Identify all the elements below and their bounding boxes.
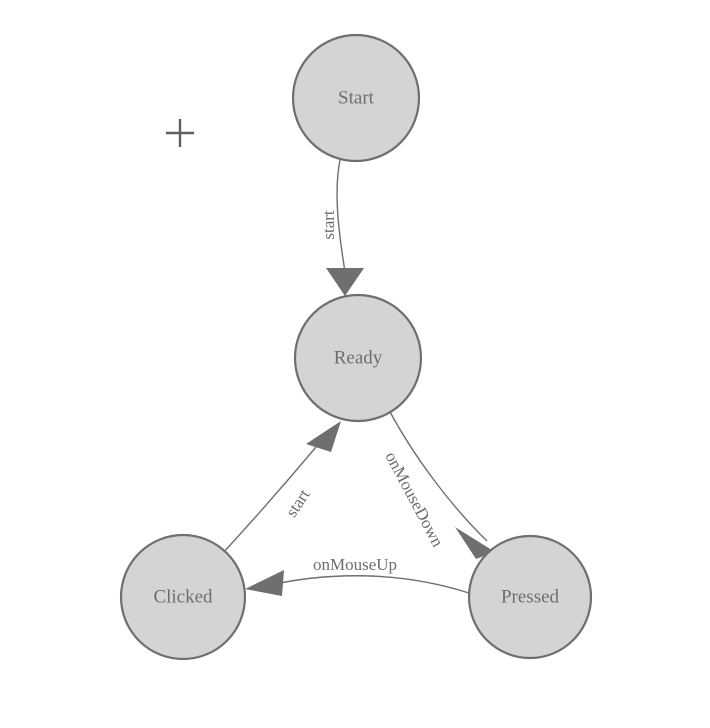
node-pressed-circle[interactable] <box>467 534 593 660</box>
node-start-circle[interactable] <box>291 33 421 163</box>
node-start[interactable]: Start <box>291 33 421 163</box>
edge-path-ready-to-pressed <box>387 407 488 542</box>
node-clicked-label: Clicked <box>153 586 213 607</box>
edge-path-start-to-ready <box>336 159 346 273</box>
edge-path-pressed-to-clicked <box>269 575 470 594</box>
node-ready-label: Ready <box>334 347 383 368</box>
node-clicked-circle[interactable] <box>119 533 247 661</box>
arrowhead-into-ready-top <box>326 268 364 296</box>
node-ready[interactable]: Ready <box>293 293 423 423</box>
arrowhead-into-clicked <box>245 570 284 596</box>
edge-label-start-to-ready: start <box>319 210 338 240</box>
edge-start-to-ready[interactable]: start <box>319 159 364 296</box>
arrowhead-into-ready-lower-left <box>306 421 341 452</box>
node-start-label: Start <box>338 87 375 108</box>
node-ready-circle[interactable] <box>293 293 423 423</box>
edge-path-clicked-to-ready <box>221 446 317 555</box>
arrowhead-into-pressed <box>455 527 495 559</box>
crosshair-marker-icon <box>166 119 194 147</box>
edge-label-clicked-to-ready: start <box>282 485 314 520</box>
edge-clicked-to-ready[interactable]: start <box>221 421 341 555</box>
node-pressed[interactable]: Pressed <box>467 534 593 660</box>
edge-label-pressed-to-clicked: onMouseUp <box>313 555 397 574</box>
edge-label-ready-to-pressed: onMouseDown <box>381 449 447 551</box>
node-clicked[interactable]: Clicked <box>119 533 247 661</box>
node-pressed-label: Pressed <box>501 586 560 607</box>
edge-ready-to-pressed[interactable]: onMouseDown <box>381 407 495 559</box>
edge-pressed-to-clicked[interactable]: onMouseUp <box>245 555 470 596</box>
